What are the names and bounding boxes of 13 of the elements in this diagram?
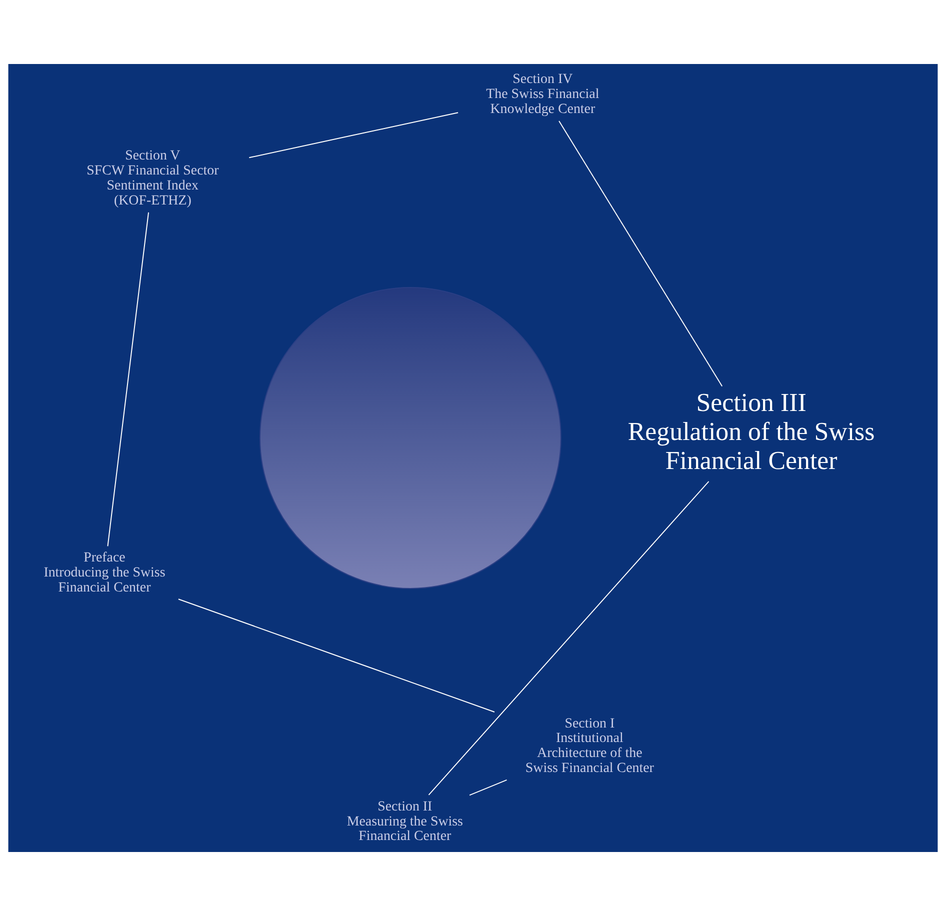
connector xyxy=(469,778,508,796)
connector xyxy=(558,120,723,386)
connector xyxy=(178,598,495,712)
node-text: Section I Institutional Architecture of the Swiss Financial Center xyxy=(525,716,654,776)
connector xyxy=(107,211,150,546)
node-text: Preface Introducing the Swiss Financial Center xyxy=(44,550,166,595)
node-text: Section III Regulation of the Swiss Financial Center xyxy=(628,388,875,474)
node-text: Section V SFCW Financial Sector Sentiment Index (KOF-ETHZ) xyxy=(86,148,219,208)
connector xyxy=(248,112,459,158)
node-text: Section II Measuring the Swiss Financial Center xyxy=(346,798,463,844)
node-text: Section IV The Swiss Financial Knowledge Center xyxy=(486,72,600,117)
connector xyxy=(428,480,710,795)
node-circle xyxy=(259,286,562,588)
